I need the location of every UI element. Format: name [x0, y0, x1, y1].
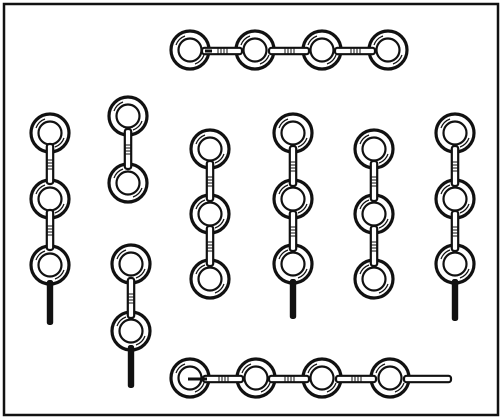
chain-3-vertical	[112, 245, 150, 388]
chain-1-vertical	[31, 114, 69, 325]
chain-7-vertical	[436, 114, 474, 321]
chain-top-horizontal	[171, 31, 407, 69]
frame-border	[4, 4, 498, 415]
chain-bottom-horizontal	[171, 359, 451, 397]
chain-6-vertical	[355, 130, 393, 298]
chain-2-vertical	[109, 97, 147, 202]
chain-4-vertical	[191, 130, 229, 298]
chain-5-vertical	[274, 114, 312, 319]
